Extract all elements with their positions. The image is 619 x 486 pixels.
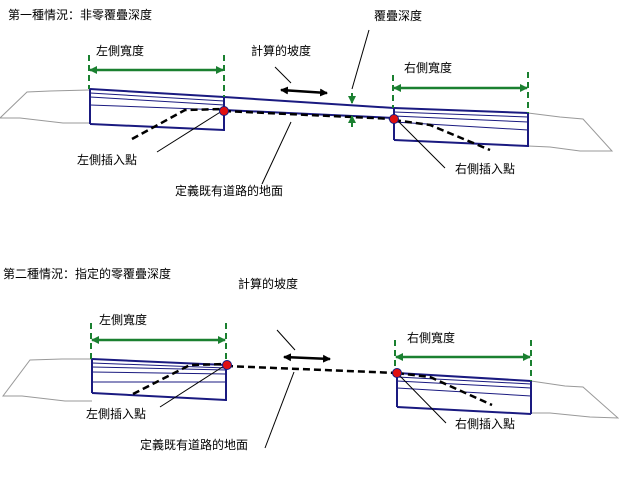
case1-computed-slope-label: 計算的坡度 (251, 44, 312, 58)
case1-overlay-depth-leader (351, 29, 370, 90)
case1-right-pavement (393, 107, 529, 147)
case2-right-pavement (396, 372, 532, 415)
case2-slope-arrow (283, 353, 331, 363)
case2-right-insert-leader (398, 374, 447, 424)
case2-right-insert-point (392, 368, 402, 378)
case2-title: 第二種情況：指定的零覆疊深度 (3, 267, 172, 281)
case1-overlay-top (223, 96, 395, 109)
case1-title: 第一種情況：非零覆疊深度 (8, 8, 153, 22)
case2-left-subgrade (2, 358, 92, 402)
case1-overlay-depth-label: 覆疊深度 (374, 9, 423, 23)
case1-existing-ground (131, 107, 491, 152)
case1-left-insert-label: 左側插入點 (77, 153, 138, 167)
case2-diagram (2, 323, 619, 449)
case1-right-subgrade (527, 112, 614, 152)
case2-right-width-label: 右側寬度 (407, 331, 456, 345)
case2-left-insert-label: 左側插入點 (86, 407, 147, 421)
case1-right-insert-point (389, 114, 399, 124)
case1-slope-leader (274, 66, 292, 84)
case2-computed-slope-label: 計算的坡度 (238, 277, 299, 291)
case1-existing-ground-label: 定義既有道路的地面 (175, 184, 284, 198)
case2-existing-ground (132, 362, 493, 407)
case1-left-insert-point (219, 106, 229, 116)
case1-left-subgrade (0, 89, 90, 124)
case1-right-insert-leader (397, 120, 446, 169)
case1-ground-leader (261, 121, 292, 185)
case1-right-insert-label: 右側插入點 (455, 162, 516, 176)
case1-right-width-label: 右側寬度 (404, 61, 453, 75)
case2-ground-leader (264, 371, 295, 449)
case2-existing-ground-label: 定義既有道路的地面 (140, 438, 249, 452)
case2-left-width-label: 左側寬度 (99, 313, 148, 327)
case1-left-width-label: 左側寬度 (96, 44, 145, 58)
case1-diagram (0, 29, 614, 185)
case1-slope-arrow (280, 86, 328, 97)
case2-right-insert-label: 右側插入點 (455, 417, 516, 431)
case2-slope-leader (276, 329, 296, 351)
case2-right-subgrade (530, 380, 619, 419)
case1-left-insert-leader (156, 110, 223, 153)
case2-left-insert-leader (159, 365, 225, 408)
case2-left-insert-point (222, 360, 232, 370)
